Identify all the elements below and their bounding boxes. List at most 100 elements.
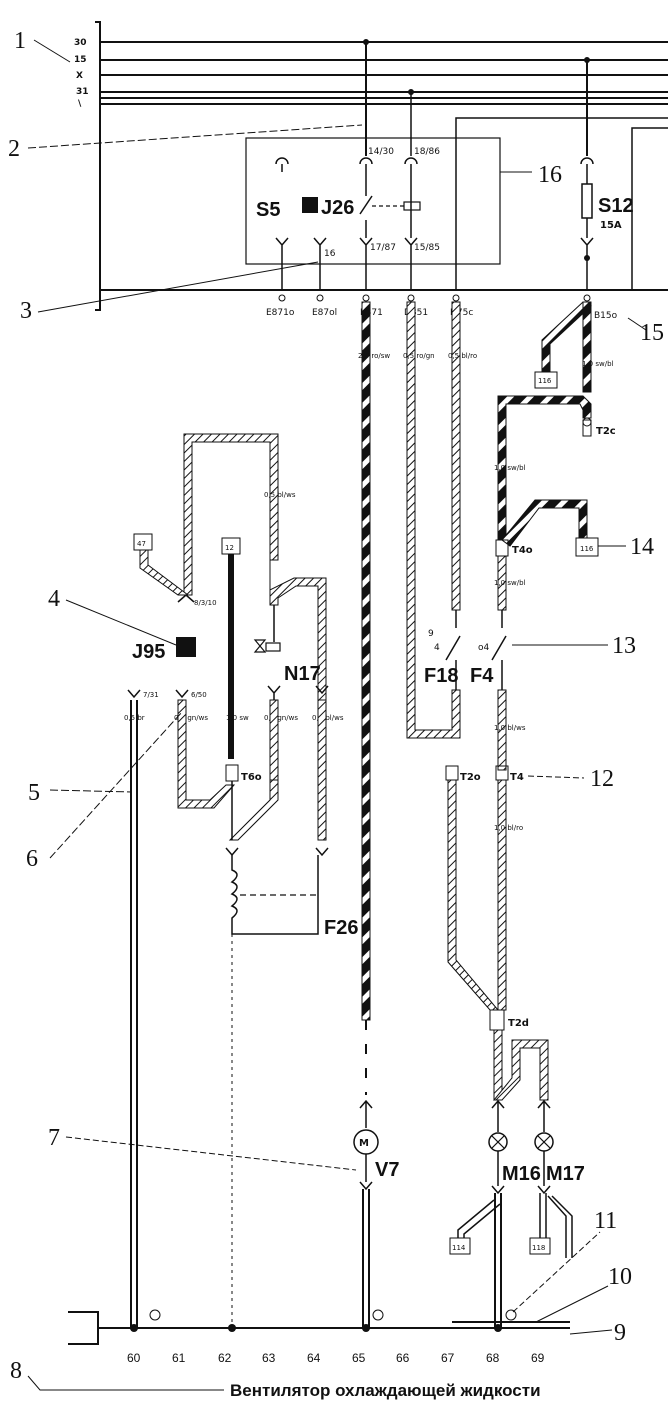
wire-label-1-0-sw-bl-upper: 1,0 sw/bl [582, 360, 614, 368]
callout-10: 10 [608, 1264, 632, 1290]
pin-7-31: 7/31 [143, 691, 159, 699]
relay-box: S5 J26 14/30 18/86 17/87 15/85 16 [245, 42, 532, 290]
bus-label-x: X [76, 71, 83, 81]
callout-6: 6 [26, 846, 38, 872]
callout-13: 13 [612, 633, 636, 659]
connector-t2d: T2d [508, 1018, 529, 1029]
callout-1: 1 [14, 28, 26, 54]
connector-t4: T4 [510, 772, 524, 783]
terminal-e871o: E871o [266, 308, 295, 318]
bus-label-31: 31 [76, 87, 89, 97]
connector-t4o: T4o [512, 545, 533, 556]
ref-12: 12 [225, 544, 234, 552]
fan-v7-circuit: 2,5 ro/sw M V7 [353, 301, 399, 1328]
wire-label-0-5-gn-ws: 0,5 gn/ws [264, 714, 298, 722]
relay-pin-18-86: 18/86 [414, 147, 440, 157]
ground-label-66: 66 [396, 1351, 410, 1365]
s12-label: S12 [598, 195, 634, 217]
relay-pin-14-30: 14/30 [368, 147, 394, 157]
ground-label-63: 63 [262, 1351, 276, 1365]
bus-label-15: 15 [74, 55, 87, 65]
wire-label-1-0-bl-ws: 1,0 bl/ws [494, 724, 526, 732]
wire-label-1-0-sw-bl-lower: 1,0 sw/bl [494, 579, 526, 587]
ground-label-64: 64 [307, 1351, 321, 1365]
callout-15: 15 [640, 320, 664, 346]
wire-label-1-0-bl-ro: 1,0 bl/ro [494, 824, 523, 832]
v7-label: V7 [375, 1159, 399, 1181]
callout-14: 14 [630, 534, 654, 560]
wire-label-0-5-bl-ws-top: 0,5 bl/ws [264, 491, 296, 499]
terminal-strip: E871o E87ol E871 D851 D75c B15o [266, 258, 618, 321]
ref-116-upper: 116 [538, 377, 552, 385]
fuse-s12: S12 15A [580, 60, 634, 290]
callout-2: 2 [8, 136, 20, 162]
wire-label-0-5-bl-ro: 0,5 bl/ro [448, 352, 477, 360]
bus-label-backslash: \ [78, 99, 82, 109]
m17-label: M17 [546, 1163, 585, 1185]
terminal-d851: D851 [404, 308, 428, 318]
callouts: 1 2 3 4 5 6 7 8 9 10 11 12 13 14 15 16 [8, 28, 664, 1391]
callout-11: 11 [594, 1208, 617, 1234]
wire-label-0-5-gn-ws-left: 0,5 gn/ws [174, 714, 208, 722]
relay-pin-15-85: 15/85 [414, 243, 440, 253]
j95-symbol [176, 637, 196, 657]
connector-t2o: T2o [460, 772, 481, 783]
power-buses: 30 15 X 31 \ [74, 21, 668, 311]
terminal-d75c: D75c [450, 308, 473, 318]
ground-label-69: 69 [531, 1351, 545, 1365]
callout-8: 8 [10, 1358, 22, 1384]
relay-pin-16: 16 [324, 249, 336, 259]
svg-text:M: M [359, 1138, 369, 1149]
ground-label-61: 61 [172, 1351, 186, 1365]
lamps-m16-m17: M16 M17 114 118 [449, 1029, 585, 1328]
pin-o4: o4 [478, 643, 490, 653]
relay-pin-17-87: 17/87 [370, 243, 396, 253]
n17-label: N17 [284, 663, 321, 685]
j95-label: J95 [132, 641, 165, 663]
callout-5: 5 [28, 780, 40, 806]
switch-f18-circuit: 0,5 ro/gn 0,5 bl/ro 9 4 F18 [403, 301, 477, 739]
ground-label-68: 68 [486, 1351, 500, 1365]
pin-9: 9 [428, 629, 434, 639]
ref-118: 118 [532, 1244, 545, 1252]
timer-j95-circuit: 47 8/3/10 J95 12 1,0 sw 0,5 bl/ws N17 7/… [124, 433, 358, 1328]
s5-label: S5 [256, 199, 280, 221]
f4-label: F4 [470, 665, 494, 687]
f26-label: F26 [324, 917, 358, 939]
ground-label-62: 62 [218, 1351, 232, 1365]
f18-label: F18 [424, 665, 458, 687]
callout-16: 16 [538, 162, 562, 188]
ref-116-right: 116 [580, 545, 594, 553]
diagram-caption: Вентилятор охлаждающей жидкости [230, 1381, 541, 1400]
ref-114: 114 [452, 1244, 466, 1252]
ground-label-67: 67 [441, 1351, 455, 1365]
wire-label-0-5-br: 0,5 br [124, 714, 145, 722]
wire-label-2-5-ro-sw: 2,5 ro/sw [358, 352, 390, 360]
callout-7: 7 [48, 1125, 60, 1151]
callout-12: 12 [590, 766, 614, 792]
ref-47: 47 [137, 540, 146, 548]
wire-label-0-5-bl-ws: 0,5 bl/ws [312, 714, 344, 722]
callout-4: 4 [48, 586, 60, 612]
wire-label-1-0-sw-bl-mid: 1,0 sw/bl [494, 464, 526, 472]
wire-label-0-5-ro-gn: 0,5 ro/gn [403, 352, 435, 360]
connector-t6o: T6o [241, 772, 262, 783]
j26-label: J26 [321, 197, 354, 219]
callout-3: 3 [20, 298, 32, 324]
ground-bar: 60 61 62 63 64 65 66 67 68 69 [68, 1311, 570, 1365]
s12-rating: 15A [600, 220, 622, 231]
switch-f4-circuit: 116 1,0 sw/bl T2c 1,0 sw/bl 116 T4o 1,0 … [445, 301, 616, 1031]
wire-label-1-0-sw: 1,0 sw [226, 714, 249, 722]
ground-label-65: 65 [352, 1351, 366, 1365]
terminal-b15o: B15o [594, 311, 618, 321]
pin-8-3-10: 8/3/10 [194, 599, 217, 607]
connector-t2c: T2c [596, 426, 616, 437]
pin-4: 4 [434, 643, 440, 653]
pin-6-50: 6/50 [191, 691, 207, 699]
j26-coil-symbol [302, 197, 318, 213]
terminal-e871: E871 [360, 308, 383, 318]
terminal-e87ol: E87ol [312, 308, 337, 318]
bus-label-30: 30 [74, 38, 87, 48]
ground-label-60: 60 [127, 1351, 141, 1365]
